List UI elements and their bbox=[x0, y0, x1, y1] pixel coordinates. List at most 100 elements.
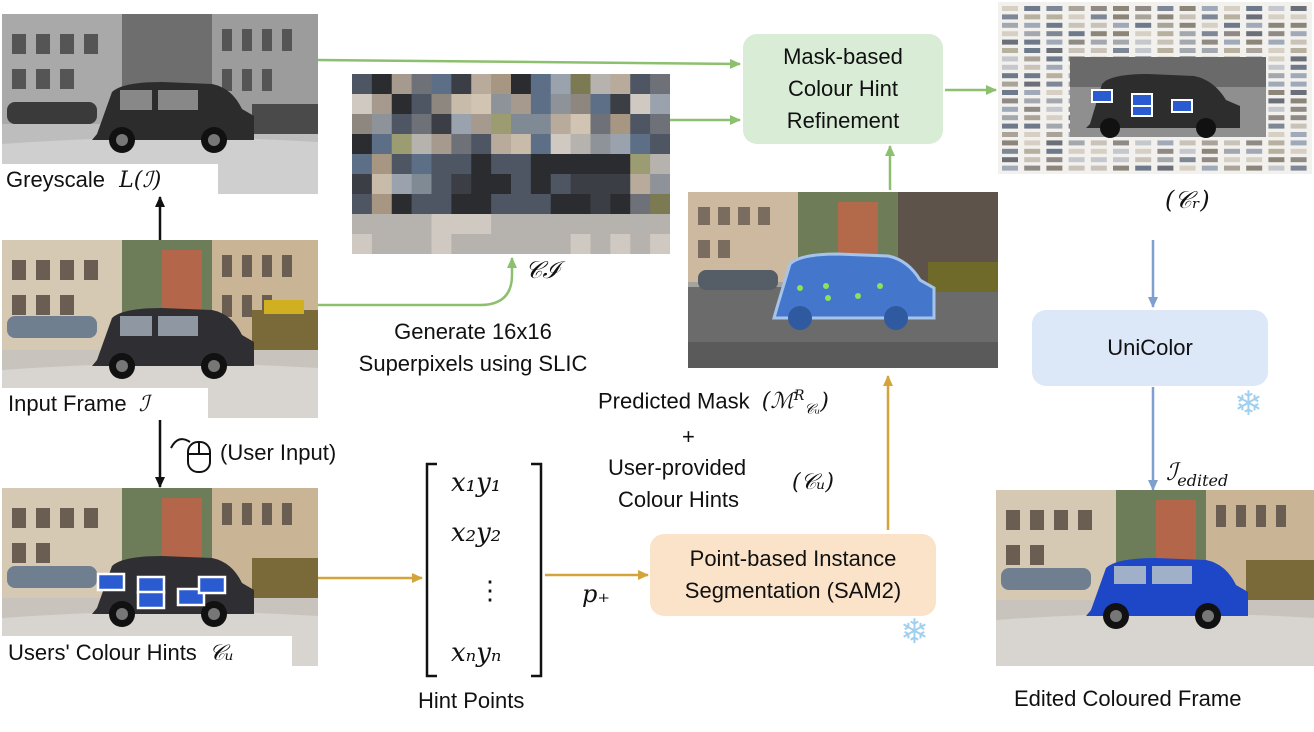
palette-swatch bbox=[1068, 22, 1085, 28]
palette-swatch bbox=[1157, 48, 1174, 53]
superpixel-cell bbox=[590, 154, 611, 175]
palette-swatch bbox=[1046, 6, 1063, 11]
palette-swatch bbox=[1201, 31, 1218, 37]
superpixel-cell bbox=[511, 214, 532, 235]
palette-swatch bbox=[1090, 22, 1107, 28]
hint-point-row-ellipsis: ⋮ bbox=[477, 576, 503, 606]
superpixel-cell bbox=[371, 74, 393, 95]
palette-swatch bbox=[1068, 140, 1085, 146]
superpixel-cell bbox=[371, 194, 393, 215]
superpixel-cell bbox=[530, 154, 552, 175]
input-frame-symbol: ℐ bbox=[138, 392, 150, 417]
palette-swatch bbox=[1268, 140, 1285, 146]
users-hints-symbol: 𝒞ᵤ bbox=[208, 641, 234, 666]
superpixel-cell bbox=[630, 134, 651, 155]
palette-swatch bbox=[1246, 48, 1263, 53]
superpixel-caption: Generate 16x16 Superpixels using SLIC bbox=[318, 316, 628, 380]
superpixel-cell bbox=[352, 214, 373, 235]
palette-swatch bbox=[1046, 14, 1063, 20]
palette-swatch bbox=[1179, 14, 1196, 20]
superpixel-cell bbox=[630, 154, 651, 175]
palette-swatch bbox=[1290, 31, 1307, 37]
superpixel-cell bbox=[411, 134, 432, 155]
cu-symbol: (𝒞ᵤ) bbox=[792, 470, 834, 495]
superpixel-cell bbox=[471, 134, 492, 155]
palette-swatch bbox=[1290, 106, 1307, 112]
superpixel-cell bbox=[451, 134, 472, 155]
superpixel-cell bbox=[570, 234, 591, 254]
palette-swatch bbox=[1113, 165, 1129, 171]
palette-swatch bbox=[1068, 6, 1085, 11]
superpixel-cell bbox=[550, 234, 572, 254]
edited-frame-image bbox=[996, 490, 1314, 666]
superpixel-cell bbox=[431, 154, 452, 175]
palette-swatch bbox=[1290, 48, 1307, 53]
sam2-line2: Segmentation (SAM2) bbox=[684, 578, 902, 603]
palette-swatch bbox=[1024, 157, 1041, 163]
superpixel-cell bbox=[511, 94, 532, 115]
superpixel-cell bbox=[610, 234, 631, 254]
plus-sign: + bbox=[682, 424, 695, 449]
palette-swatch bbox=[1024, 56, 1041, 62]
superpixel-symbol: 𝒞ℐ bbox=[525, 256, 560, 284]
palette-swatch bbox=[1113, 140, 1129, 146]
superpixel-cell bbox=[570, 194, 591, 215]
palette-swatch bbox=[1090, 48, 1107, 53]
superpixel-cell bbox=[630, 194, 651, 215]
superpixel-cell bbox=[451, 114, 472, 135]
superpixel-cell bbox=[451, 154, 472, 175]
palette-swatch bbox=[1268, 165, 1285, 171]
palette-swatch bbox=[1113, 148, 1129, 154]
palette-swatch bbox=[1046, 39, 1063, 45]
palette-swatch bbox=[1224, 48, 1240, 53]
superpixel-cell bbox=[451, 94, 472, 115]
superpixel-cell bbox=[511, 174, 532, 195]
palette-swatch bbox=[1268, 39, 1285, 45]
superpixel-cell bbox=[352, 174, 373, 195]
palette-swatch bbox=[1135, 14, 1152, 20]
palette-swatch bbox=[1224, 165, 1240, 171]
predicted-mask-sup: R bbox=[793, 388, 805, 404]
superpixel-cell bbox=[352, 234, 373, 254]
superpixel-cell bbox=[530, 94, 552, 115]
mask-refinement-box: Mask-based Colour Hint Refinement bbox=[743, 34, 943, 144]
palette-swatch bbox=[1135, 148, 1152, 154]
superpixel-cell bbox=[451, 174, 472, 195]
superpixel-cell bbox=[491, 194, 512, 215]
superpixel-cell bbox=[570, 154, 591, 175]
palette-swatch bbox=[1157, 140, 1174, 146]
superpixel-cell bbox=[411, 194, 432, 215]
palette-swatch bbox=[1201, 22, 1218, 28]
palette-swatch bbox=[1268, 22, 1285, 28]
palette-swatch bbox=[1135, 48, 1152, 53]
input-frame-label-bg bbox=[2, 388, 208, 420]
predicted-mask-close: ) bbox=[820, 389, 829, 415]
palette-swatch bbox=[1024, 14, 1041, 20]
palette-swatch bbox=[1201, 157, 1218, 163]
superpixel-cell bbox=[352, 134, 373, 155]
palette-swatch bbox=[1268, 81, 1285, 87]
superpixel-cell bbox=[630, 174, 651, 195]
palette-swatch bbox=[1290, 123, 1307, 129]
snowflake-icon: ❄ bbox=[1234, 384, 1263, 424]
superpixel-cell bbox=[491, 234, 512, 254]
palette-swatch bbox=[1179, 140, 1196, 146]
palette-swatch bbox=[1024, 64, 1041, 70]
superpixel-caption-line2: Superpixels using SLIC bbox=[358, 351, 588, 376]
palette-swatch bbox=[1068, 165, 1085, 171]
palette-swatch bbox=[1002, 157, 1018, 163]
predicted-mask-symbol: (ℳ bbox=[761, 389, 794, 415]
palette-swatch bbox=[1090, 31, 1107, 37]
palette-swatch bbox=[1024, 31, 1041, 37]
superpixel-cell bbox=[590, 114, 611, 135]
palette-swatch bbox=[1090, 165, 1107, 171]
palette-inset-car bbox=[1070, 57, 1266, 138]
superpixel-cell bbox=[511, 114, 532, 135]
superpixel-cell bbox=[451, 214, 472, 235]
palette-swatch bbox=[1290, 98, 1307, 104]
superpixel-cell bbox=[550, 114, 572, 135]
superpixel-cell bbox=[650, 154, 670, 175]
sam2-line1: Point-based Instance bbox=[689, 546, 897, 571]
palette-swatch bbox=[1024, 123, 1041, 129]
palette-swatch bbox=[1046, 73, 1063, 79]
